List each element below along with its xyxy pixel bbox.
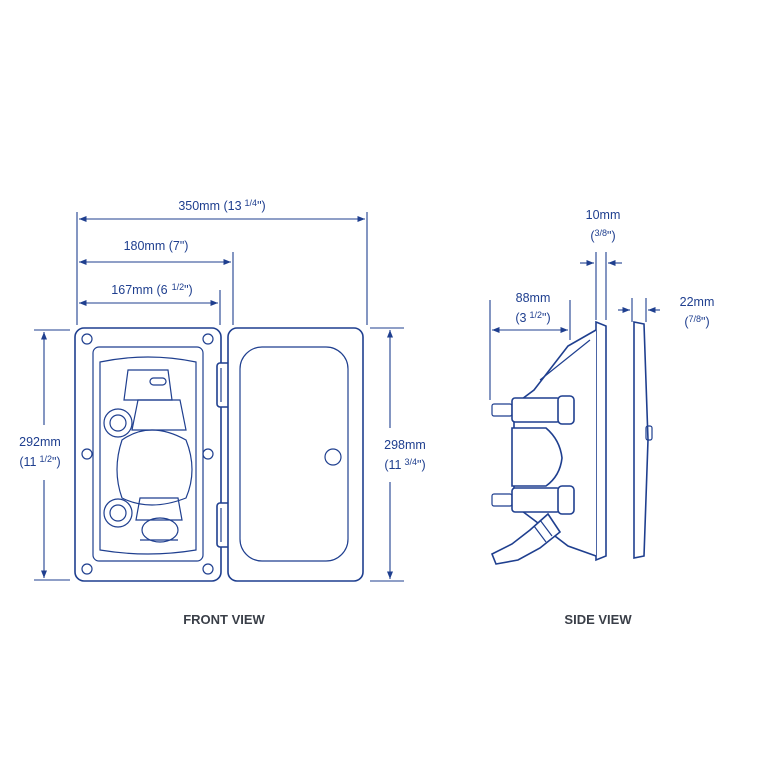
side-view-caption: SIDE VIEW: [564, 612, 632, 627]
door-knob-icon: [324, 448, 342, 466]
screw-icon: [202, 563, 214, 575]
pipe-top: [491, 403, 513, 417]
door-latch-icon: [645, 425, 653, 441]
door-window: [239, 346, 349, 562]
drain-icon: [141, 517, 179, 543]
dimension-22-label-line2: (7/8"): [684, 314, 709, 329]
front-view-caption: FRONT VIEW: [183, 612, 265, 627]
recess-box: [92, 346, 204, 562]
screw-icon: [81, 448, 93, 460]
pipe-bottom: [491, 493, 513, 507]
side-door: [633, 321, 649, 559]
recess-inner: [99, 356, 197, 555]
dimension-180: 180mm (7"): [79, 239, 234, 325]
dimension-298-label-line1: 298mm: [384, 438, 426, 452]
screw-icon: [81, 333, 93, 345]
dimension-180-label: 180mm (7"): [124, 239, 189, 253]
dimension-88-label-line1: 88mm: [516, 291, 551, 305]
screw-icon: [81, 563, 93, 575]
housing-frame: [74, 327, 222, 582]
drain-hose: [490, 512, 562, 565]
fitting-body: [116, 429, 193, 506]
valve-top: [511, 397, 561, 423]
fitting-upper-block: [131, 399, 187, 431]
dimension-10-label-line2: (3/8"): [590, 228, 615, 243]
connector-bottom-icon: [103, 498, 133, 528]
dimension-22-label-line1: 22mm: [680, 295, 715, 309]
connector-top-icon: [103, 408, 133, 438]
front-view-drawing: [74, 327, 364, 582]
dimension-22: 22mm (7/8"): [618, 295, 714, 329]
side-body: [511, 427, 563, 487]
slot-icon: [149, 377, 167, 386]
flange-plate: [595, 320, 607, 562]
dimension-292-label-line1: 292mm: [19, 435, 61, 449]
valve-bottom: [511, 487, 561, 513]
dimension-10-label-line1: 10mm: [586, 208, 621, 222]
dimension-10: 10mm (3/8"): [580, 208, 622, 320]
door-panel: [227, 327, 364, 582]
fitting-lower-block: [135, 497, 183, 521]
side-view-drawing: [490, 320, 653, 565]
screw-icon: [202, 333, 214, 345]
